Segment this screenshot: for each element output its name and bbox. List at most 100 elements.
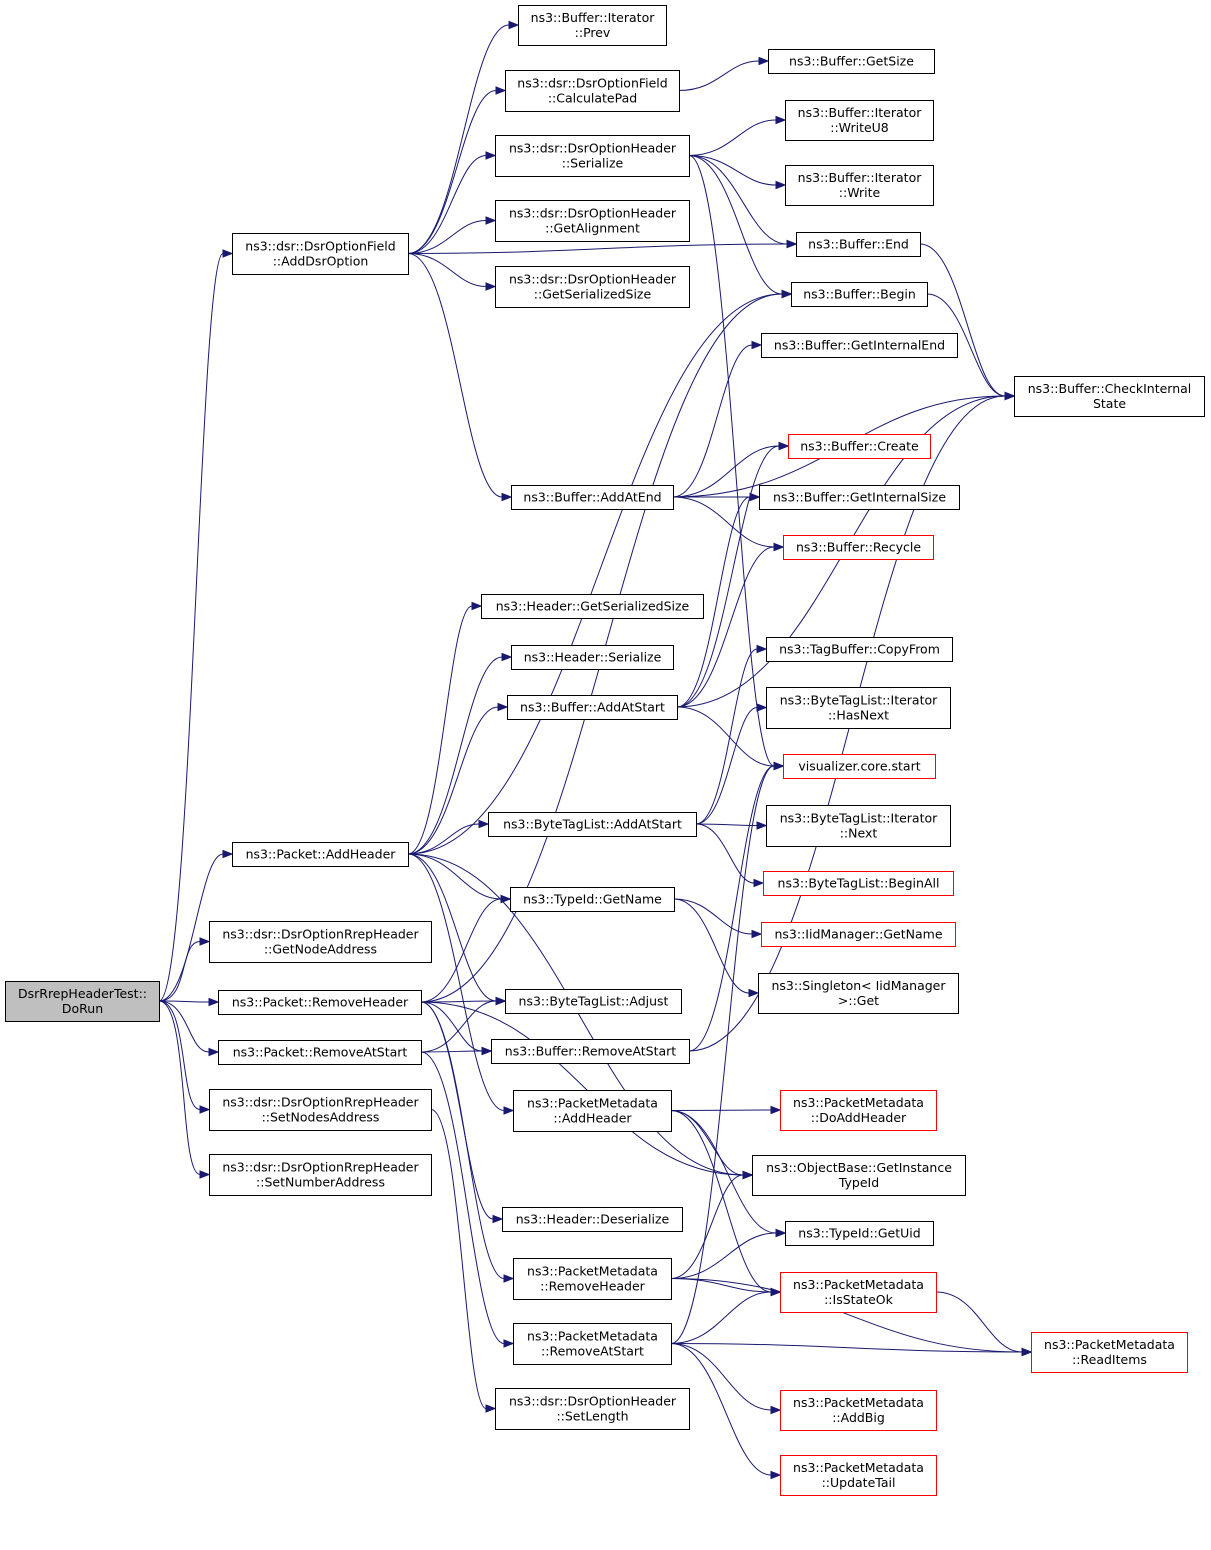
node-it-prev[interactable]: ns3::Buffer::Iterator::Prev (518, 5, 667, 46)
edge-pm-remove-at-start-to-pm-add-big (670, 1343, 782, 1415)
edge-root-to-rrep-set-number (158, 1000, 211, 1179)
node-pm-do-add-header[interactable]: ns3::PacketMetadata::DoAddHeader (780, 1090, 937, 1131)
node-hdr-get-ser-size[interactable]: ns3::Header::GetSerializedSize (481, 594, 704, 619)
node-iid-get-name[interactable]: ns3::IidManager::GetName (761, 922, 956, 947)
edge-pm-remove-header-to-ob-get-inst-tid (670, 1170, 754, 1279)
node-btl-begin-all[interactable]: ns3::ByteTagList::BeginAll (763, 871, 954, 896)
node-rrep-get-node[interactable]: ns3::dsr::DsrOptionRrepHeader::GetNodeAd… (209, 921, 432, 963)
node-oh-get-align[interactable]: ns3::dsr::DsrOptionHeader::GetAlignment (495, 200, 690, 242)
node-pk-add-header[interactable]: ns3::Packet::AddHeader (232, 842, 409, 867)
node-label: ns3::dsr::DsrOptionHeader (509, 141, 677, 156)
node-label: ::AddBig (832, 1410, 885, 1425)
node-label: ::GetAlignment (545, 221, 640, 236)
node-label: ns3::Buffer::Recycle (796, 540, 921, 555)
edge-rrep-set-nodes-to-oh-set-length (430, 1109, 497, 1413)
node-it-write-u8[interactable]: ns3::Buffer::Iterator::WriteU8 (785, 100, 934, 141)
node-box (785, 100, 934, 141)
node-label: ns3::Buffer::AddAtEnd (523, 490, 661, 505)
edge-buf-add-at-start-to-buf-create (676, 441, 790, 708)
node-buf-recycle[interactable]: ns3::Buffer::Recycle (783, 535, 934, 560)
node-tid-get-name[interactable]: ns3::TypeId::GetName (510, 887, 675, 912)
node-label: ns3::dsr::DsrOptionField (245, 239, 395, 254)
edge-dsr-add-option-to-buf-end (407, 239, 798, 254)
node-btl-adjust[interactable]: ns3::ByteTagList::Adjust (505, 989, 682, 1014)
node-pm-add-header[interactable]: ns3::PacketMetadata::AddHeader (513, 1090, 672, 1132)
node-buf-remove-at-start[interactable]: ns3::Buffer::RemoveAtStart (491, 1039, 690, 1064)
node-box (511, 485, 674, 510)
node-label: ::GetSerializedSize (534, 287, 652, 302)
node-label: visualizer.core.start (798, 759, 920, 774)
node-label: ns3::Buffer::Iterator (531, 10, 656, 25)
node-pm-update-tail[interactable]: ns3::PacketMetadata::UpdateTail (780, 1455, 937, 1496)
node-box (761, 922, 956, 947)
node-oh-get-ser-size[interactable]: ns3::dsr::DsrOptionHeader::GetSerialized… (495, 266, 690, 308)
node-label: ns3::ByteTagList::Iterator (780, 693, 938, 708)
node-label: ns3::ByteTagList::AddAtStart (503, 817, 682, 832)
node-buf-get-int-size[interactable]: ns3::Buffer::GetInternalSize (759, 485, 960, 510)
node-oh-set-length[interactable]: ns3::dsr::DsrOptionHeader::SetLength (495, 1388, 690, 1430)
node-hdr-deserialize[interactable]: ns3::Header::Deserialize (502, 1207, 683, 1232)
node-label: ns3::PacketMetadata (793, 1460, 924, 1475)
node-rrep-set-number[interactable]: ns3::dsr::DsrOptionRrepHeader::SetNumber… (209, 1154, 432, 1196)
node-pk-remove-header[interactable]: ns3::Packet::RemoveHeader (218, 990, 422, 1015)
node-buf-add-at-end[interactable]: ns3::Buffer::AddAtEnd (511, 485, 674, 510)
node-label: ns3::TypeId::GetName (523, 892, 662, 907)
node-box (518, 5, 667, 46)
edge-pm-remove-at-start-to-pm-is-state-ok (670, 1287, 782, 1344)
node-pm-is-state-ok[interactable]: ns3::PacketMetadata::IsStateOk (780, 1272, 937, 1313)
node-btl-add-at-start[interactable]: ns3::ByteTagList::AddAtStart (488, 812, 697, 837)
node-tb-copy-from[interactable]: ns3::TagBuffer::CopyFrom (766, 637, 953, 662)
node-label: ::GetNodeAddress (264, 942, 377, 957)
edge-pm-remove-header-to-tid-get-uid (670, 1228, 787, 1279)
node-buf-get-size[interactable]: ns3::Buffer::GetSize (768, 49, 935, 74)
node-label: ::HasNext (828, 708, 889, 723)
node-label: ::CalculatePad (548, 91, 637, 106)
node-box (209, 921, 432, 963)
node-pm-remove-at-start[interactable]: ns3::PacketMetadata::RemoveAtStart (513, 1323, 672, 1365)
node-pk-remove-at-start[interactable]: ns3::Packet::RemoveAtStart (218, 1040, 422, 1065)
node-buf-begin[interactable]: ns3::Buffer::Begin (791, 282, 928, 307)
edge-oh-serialize-to-it-write-u8 (688, 115, 787, 156)
node-label: ::IsStateOk (824, 1292, 894, 1307)
node-hdr-serialize[interactable]: ns3::Header::Serialize (511, 645, 674, 670)
node-label: ::UpdateTail (822, 1475, 896, 1490)
node-box (513, 1323, 672, 1365)
edge-pm-remove-at-start-to-viz-start (670, 761, 785, 1344)
edge-buf-end-to-buf-check (919, 243, 1016, 401)
node-label: ns3::dsr::DsrOptionHeader (509, 1394, 677, 1409)
node-btl-it-next[interactable]: ns3::ByteTagList::Iterator::Next (766, 805, 951, 847)
node-buf-create[interactable]: ns3::Buffer::Create (788, 434, 931, 459)
node-btl-it-has-next[interactable]: ns3::ByteTagList::Iterator::HasNext (766, 687, 951, 729)
node-label: ns3::PacketMetadata (793, 1277, 924, 1292)
node-pm-remove-header[interactable]: ns3::PacketMetadata::RemoveHeader (513, 1258, 672, 1300)
node-pm-read-items[interactable]: ns3::PacketMetadata::ReadItems (1031, 1332, 1188, 1373)
node-label: >::Get (838, 993, 879, 1008)
edge-pk-add-header-to-pm-add-header (407, 853, 515, 1115)
node-calc-pad[interactable]: ns3::dsr::DsrOptionField::CalculatePad (505, 70, 680, 112)
node-label: ::RemoveHeader (540, 1279, 646, 1294)
edge-pk-remove-at-start-to-pm-remove-at-start (420, 1051, 515, 1348)
node-viz-start[interactable]: visualizer.core.start (783, 754, 936, 779)
node-buf-end[interactable]: ns3::Buffer::End (796, 232, 921, 257)
edge-calc-pad-to-buf-get-size (678, 56, 770, 91)
node-pm-add-big[interactable]: ns3::PacketMetadata::AddBig (780, 1390, 937, 1431)
edge-pm-add-header-to-ob-get-inst-tid (670, 1110, 754, 1180)
node-rrep-set-nodes[interactable]: ns3::dsr::DsrOptionRrepHeader::SetNodesA… (209, 1089, 432, 1131)
edge-oh-serialize-to-buf-end (688, 155, 798, 249)
node-label: ns3::Header::Serialize (524, 650, 662, 665)
edge-pk-add-header-to-buf-begin (407, 289, 793, 855)
node-tid-get-uid[interactable]: ns3::TypeId::GetUid (785, 1221, 934, 1246)
node-buf-add-at-start[interactable]: ns3::Buffer::AddAtStart (507, 695, 678, 720)
node-it-write[interactable]: ns3::Buffer::Iterator::Write (785, 165, 934, 206)
node-dsr-add-option[interactable]: ns3::dsr::DsrOptionField::AddDsrOption (232, 233, 409, 275)
edge-root-to-pk-remove-header (158, 997, 220, 1007)
node-oh-serialize[interactable]: ns3::dsr::DsrOptionHeader::Serialize (495, 135, 690, 177)
node-root[interactable]: DsrRrepHeaderTest::DoRun (5, 981, 160, 1022)
node-buf-get-int-end[interactable]: ns3::Buffer::GetInternalEnd (761, 333, 958, 358)
node-label: ns3::Packet::RemoveHeader (232, 995, 409, 1010)
node-box (209, 1089, 432, 1131)
node-singleton-get[interactable]: ns3::Singleton< IidManager>::Get (758, 973, 959, 1014)
